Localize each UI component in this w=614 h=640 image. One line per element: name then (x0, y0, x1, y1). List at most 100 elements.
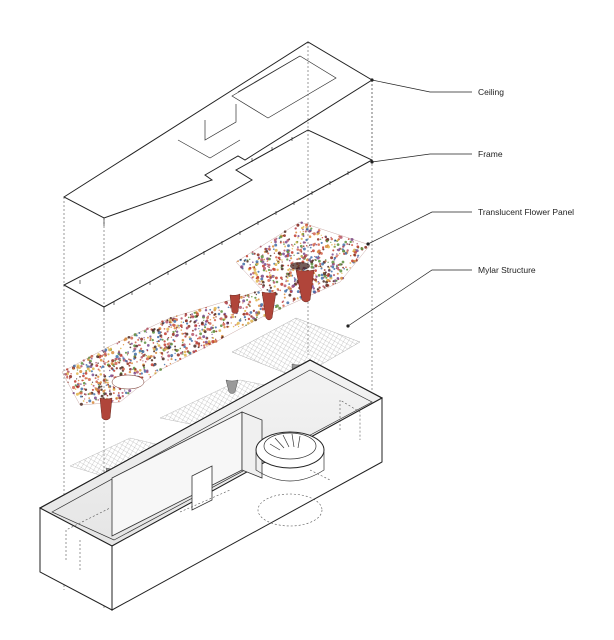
flower-speck (179, 347, 182, 350)
flower-speck (220, 310, 223, 313)
flower-speck (285, 275, 288, 278)
flower-speck (68, 375, 73, 379)
flower-speck (268, 272, 271, 274)
flower-speck (318, 232, 320, 234)
flower-speck (250, 319, 254, 323)
flower-speck (119, 353, 121, 355)
flower-speck (203, 319, 205, 322)
flower-speck (343, 245, 345, 247)
flower-speck (146, 369, 149, 372)
flower-speck (135, 334, 138, 337)
flower-speck (236, 321, 240, 325)
flower-speck (268, 266, 270, 269)
flower-speck (268, 284, 271, 287)
flower-speck (338, 252, 341, 255)
flower-speck (159, 338, 162, 341)
flower-speck (293, 243, 296, 246)
flower-speck (130, 336, 134, 340)
flower-speck (248, 300, 252, 304)
flower-speck (222, 318, 225, 322)
flower-speck (217, 312, 221, 316)
flower-speck (133, 352, 137, 356)
flower-speck (91, 357, 93, 360)
flower-speck (212, 337, 215, 339)
flower-speck (330, 236, 332, 239)
flower-speck (260, 283, 262, 286)
flower-speck (140, 372, 143, 375)
flower-speck (112, 388, 116, 391)
flower-speck (191, 313, 193, 315)
flower-speck (99, 358, 103, 362)
flower-speck (259, 281, 261, 283)
flower-speck (179, 351, 183, 355)
flower-speck (249, 311, 253, 314)
flower-speck (128, 358, 130, 360)
flower-speck (70, 373, 72, 375)
flower-speck (274, 248, 278, 252)
flower-speck (83, 384, 85, 387)
flower-speck (210, 326, 214, 330)
flower-speck (324, 259, 327, 261)
flower-speck (312, 232, 316, 236)
flower-speck (314, 255, 316, 258)
flower-speck (252, 266, 255, 269)
flower-speck (215, 330, 218, 333)
flower-speck (166, 338, 169, 341)
flower-speck (276, 259, 278, 261)
flower-speck (214, 338, 217, 340)
flower-speck (338, 235, 341, 238)
flower-speck (261, 285, 265, 289)
flower-speck (242, 262, 246, 266)
flower-speck (111, 351, 115, 355)
flower-speck (170, 358, 173, 361)
flower-speck (147, 355, 150, 359)
flower-speck (331, 244, 333, 246)
flower-speck (118, 396, 122, 400)
flower-speck (257, 304, 261, 308)
flower-speck (185, 346, 188, 350)
flower-speck (168, 318, 172, 322)
flower-speck (79, 395, 83, 398)
flower-speck (95, 380, 99, 384)
flower-speck (269, 277, 272, 279)
flower-speck (91, 401, 95, 404)
flower-speck (272, 281, 276, 284)
flower-speck (161, 322, 164, 325)
flower-speck (104, 381, 107, 384)
flower-speck (88, 392, 92, 395)
flower-speck (127, 352, 129, 355)
flower-speck (325, 280, 329, 284)
flower-speck (312, 290, 316, 294)
flower-stems (99, 269, 315, 421)
flower-speck (119, 358, 121, 361)
flower-speck (287, 272, 291, 276)
flower-speck (156, 340, 158, 343)
flower-speck (188, 351, 191, 354)
flower-speck (310, 229, 312, 231)
flower-speck (299, 231, 302, 233)
flower-speck (248, 266, 252, 270)
flower-speck (287, 268, 290, 272)
flower-speck (150, 354, 153, 358)
flower-speck (163, 332, 167, 336)
flower-speck (171, 332, 175, 336)
flower-speck (234, 316, 237, 318)
flower-speck (108, 392, 113, 396)
flower-speck (316, 232, 319, 236)
flower-speck (330, 256, 334, 260)
flower-speck (90, 370, 93, 373)
flower-speck (226, 325, 229, 328)
flower-speck (223, 326, 226, 329)
flower-speck (79, 391, 83, 395)
flower-speck (238, 319, 242, 322)
flower-speck (302, 235, 305, 237)
flower-speck (281, 261, 283, 263)
flower-speck (346, 249, 349, 252)
flower-speck (84, 377, 87, 380)
flower-speck (107, 360, 110, 363)
flower-speck (200, 344, 203, 347)
flower-speck (293, 277, 296, 279)
flower-speck (308, 244, 311, 246)
flower-speck (353, 259, 356, 263)
flower-speck (64, 373, 67, 376)
